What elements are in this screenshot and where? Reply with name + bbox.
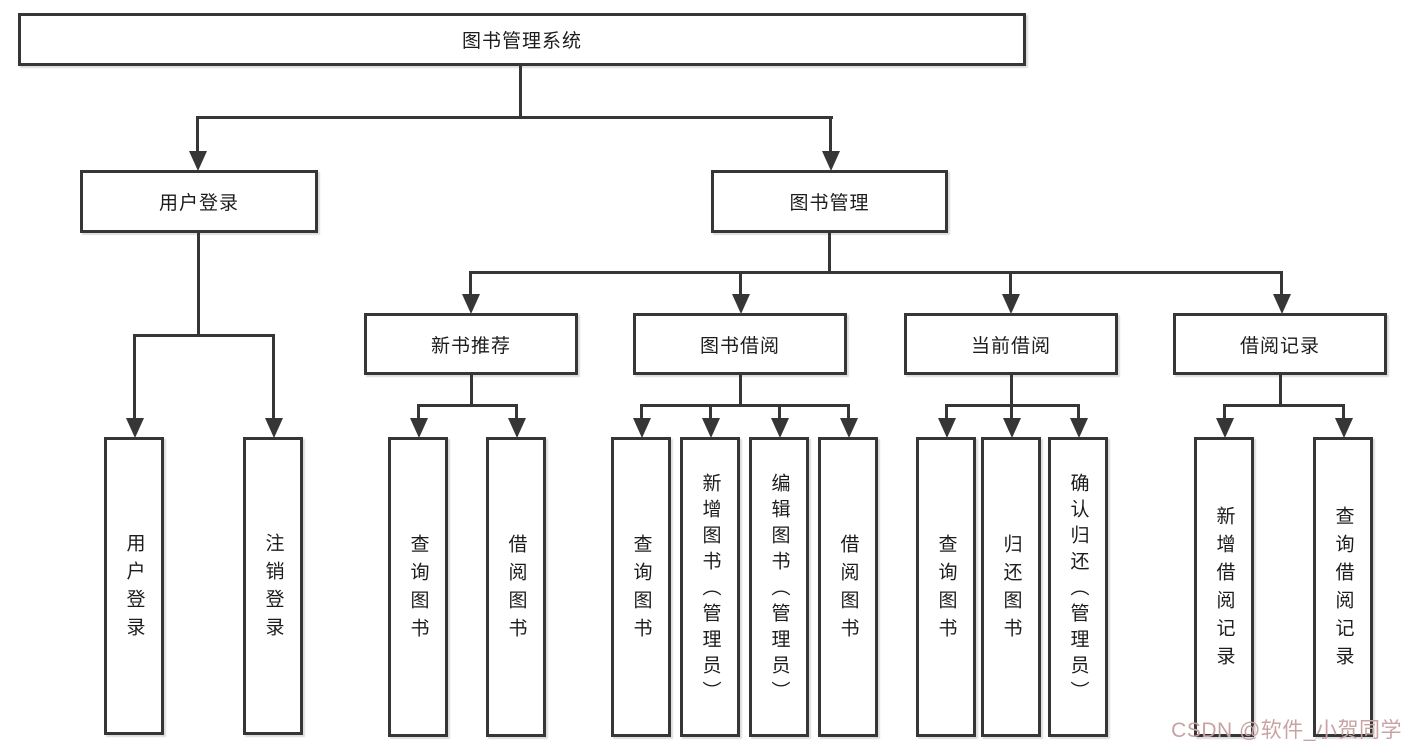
connector-line (515, 404, 518, 420)
arrowhead (840, 418, 858, 438)
connector-line (196, 116, 833, 119)
connector-line (739, 375, 742, 406)
connector-line (1009, 271, 1012, 296)
arrowhead (938, 418, 956, 438)
arrowhead (410, 418, 428, 438)
leaf-borrow-books-2: 借阅图书 (818, 437, 878, 737)
arrowhead (1216, 418, 1234, 438)
node-book-management: 图书管理 (711, 170, 948, 233)
arrowhead (702, 418, 720, 438)
arrowhead (508, 418, 526, 438)
node-book-borrowing-label: 图书借阅 (699, 335, 780, 357)
arrowhead (1002, 294, 1020, 314)
arrowhead (771, 418, 789, 438)
leaf-user-login-label: 用户登录 (123, 533, 145, 645)
leaf-confirm-return-admin: 确认归还（管理员） (1048, 437, 1108, 737)
connector-line (640, 404, 850, 407)
connector-line (778, 404, 781, 420)
leaf-query-books-1: 查询图书 (388, 437, 448, 737)
leaf-query-borrow-record: 查询借阅记录 (1313, 437, 1373, 737)
leaf-borrow-books-2-label: 借阅图书 (837, 534, 859, 646)
leaf-borrow-books-1-label: 借阅图书 (505, 534, 527, 646)
connector-line (470, 375, 473, 406)
connector-line (272, 334, 275, 420)
connector-line (1010, 404, 1013, 420)
leaf-add-books-admin-label: 新增图书（管理员） (699, 473, 721, 707)
leaf-add-books-admin: 新增图书（管理员） (680, 437, 740, 737)
connector-line (1342, 404, 1345, 420)
arrowhead (1335, 418, 1353, 438)
connector-line (417, 404, 420, 420)
leaf-add-borrow-record-label: 新增借阅记录 (1213, 506, 1235, 674)
leaf-query-books-1-label: 查询图书 (407, 534, 429, 646)
connector-line (196, 116, 199, 154)
leaf-query-books-3: 查询图书 (916, 437, 976, 737)
connector-line (197, 233, 200, 336)
connector-line (469, 271, 472, 296)
connector-line (945, 404, 948, 420)
leaf-user-login: 用户登录 (104, 437, 164, 735)
node-book-borrowing: 图书借阅 (633, 313, 847, 375)
leaf-add-borrow-record: 新增借阅记录 (1194, 437, 1254, 737)
connector-line (829, 116, 832, 154)
arrowhead (822, 151, 840, 171)
connector-line (709, 404, 712, 420)
arrowhead (126, 418, 144, 438)
node-new-book-recommend-label: 新书推荐 (430, 335, 511, 357)
connector-line (469, 271, 1283, 274)
connector-line (847, 404, 850, 420)
connector-line (1223, 404, 1345, 407)
arrowhead (633, 418, 651, 438)
arrowhead (1070, 418, 1088, 438)
leaf-query-books-2-label: 查询图书 (630, 534, 652, 646)
arrowhead (1273, 294, 1291, 314)
node-root-label: 图书管理系统 (461, 31, 582, 52)
connector-line (1010, 375, 1013, 406)
connector-line (1077, 404, 1080, 420)
node-current-borrowing-label: 当前借阅 (970, 335, 1051, 357)
leaf-confirm-return-admin-label: 确认归还（管理员） (1067, 473, 1089, 707)
arrowhead (732, 294, 750, 314)
connector-line (519, 66, 522, 119)
leaf-logout-label: 注销登录 (262, 533, 284, 645)
leaf-query-books-3-label: 查询图书 (935, 534, 957, 646)
node-borrowing-records-label: 借阅记录 (1239, 335, 1320, 357)
leaf-query-borrow-record-label: 查询借阅记录 (1332, 506, 1354, 674)
node-new-book-recommend: 新书推荐 (364, 313, 578, 375)
connector-line (1223, 404, 1226, 420)
connector-line (133, 334, 275, 337)
watermark: CSDN @软件_小贺同学 (1171, 719, 1402, 742)
node-current-borrowing: 当前借阅 (904, 313, 1118, 375)
arrowhead (462, 294, 480, 314)
leaf-edit-books-admin: 编辑图书（管理员） (749, 437, 809, 737)
arrowhead (1003, 418, 1021, 438)
leaf-return-books: 归还图书 (981, 437, 1041, 737)
connector-line (640, 404, 643, 420)
leaf-return-books-label: 归还图书 (1000, 534, 1022, 646)
node-user-login: 用户登录 (80, 170, 318, 233)
connector-line (739, 271, 742, 296)
node-borrowing-records: 借阅记录 (1173, 313, 1387, 375)
leaf-query-books-2: 查询图书 (611, 437, 671, 737)
connector-line (133, 334, 136, 420)
node-user-login-label: 用户登录 (158, 193, 239, 214)
connector-line (1279, 375, 1282, 406)
connector-line (828, 233, 831, 273)
node-root: 图书管理系统 (18, 13, 1026, 66)
connector-line (1280, 271, 1283, 296)
leaf-edit-books-admin-label: 编辑图书（管理员） (768, 473, 790, 707)
arrowhead (265, 418, 283, 438)
connector-line (417, 404, 518, 407)
arrowhead (189, 151, 207, 171)
leaf-borrow-books-1: 借阅图书 (486, 437, 546, 737)
leaf-logout: 注销登录 (243, 437, 303, 735)
node-book-management-label: 图书管理 (789, 193, 870, 214)
